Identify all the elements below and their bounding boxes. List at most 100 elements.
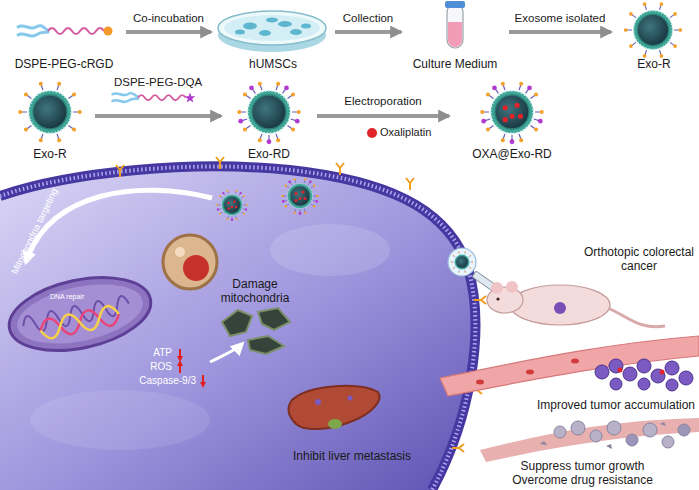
decrease-arrow xyxy=(179,349,181,359)
mtdna-strand xyxy=(39,304,121,340)
oxaliplatin-cargo xyxy=(227,200,237,210)
stem-cell xyxy=(235,30,245,35)
mitochondrion xyxy=(3,266,158,362)
mouse-ear xyxy=(491,282,503,294)
tumor-cell xyxy=(666,379,678,391)
annotation-label: Caspase-9/3 xyxy=(116,375,196,387)
step-label: Electroporation xyxy=(344,95,421,108)
node-label: Suppress tumor growth Overcome drug resi… xyxy=(507,460,659,488)
process-arrow xyxy=(126,30,211,34)
process-arrow xyxy=(509,30,611,34)
drug-dot xyxy=(618,368,623,373)
figure-node: Exo-RD xyxy=(224,76,314,162)
figure-node: Exo-R xyxy=(614,0,694,72)
figure-node: Culture Medium xyxy=(404,2,506,72)
dead-cell xyxy=(571,421,585,435)
cytoplasm-texture xyxy=(270,224,390,276)
dead-cell xyxy=(678,424,690,436)
oxaliplatin-cargo xyxy=(503,103,523,123)
dead-cell xyxy=(662,436,674,448)
exosome xyxy=(237,82,301,143)
red-cell xyxy=(526,370,534,375)
mouse-tail xyxy=(608,308,665,327)
fragment xyxy=(248,336,284,354)
dish-medium xyxy=(224,15,320,41)
dspe-peg-dqa xyxy=(113,93,186,102)
mouse-eye xyxy=(496,297,499,300)
figure-node: Improved tumor accumulation xyxy=(436,336,695,413)
red-cell xyxy=(571,359,579,364)
lysosome xyxy=(163,235,217,289)
blood-vessel xyxy=(440,336,699,396)
injection-bubble xyxy=(448,248,476,276)
tumor-cell xyxy=(637,359,651,373)
node-label: Orthotopic colorectal cancer xyxy=(583,246,695,274)
step-label: Exosome isolated xyxy=(515,12,606,25)
culture-medium xyxy=(448,22,462,47)
oxaliplatin-dot xyxy=(367,128,377,138)
stem-cell xyxy=(266,17,278,22)
process-arrow xyxy=(95,114,221,118)
metastasis-spot xyxy=(348,396,353,401)
figure-node: Suppress tumor growth Overcome drug resi… xyxy=(470,416,695,488)
culture-dish xyxy=(218,11,326,52)
metastasis-spot xyxy=(315,399,321,405)
highlight xyxy=(175,247,185,257)
damaged-mitochondria xyxy=(222,308,290,354)
stem-cell xyxy=(278,21,292,27)
oxaliplatin-cargo xyxy=(295,191,307,203)
matrix xyxy=(12,274,148,353)
node-label: Exo-RD xyxy=(248,148,290,162)
integrin-receptor xyxy=(116,157,486,452)
stem-cell xyxy=(290,29,302,35)
stem-cell xyxy=(259,30,271,36)
tumor-cell xyxy=(623,367,637,381)
process-arrow xyxy=(335,30,401,34)
cytoplasm-texture xyxy=(30,390,210,450)
cell-membrane xyxy=(0,166,475,490)
stem-cell xyxy=(301,24,311,29)
annotation-label: ROS xyxy=(122,361,172,373)
dead-cell xyxy=(643,423,657,437)
dqa-star xyxy=(185,93,196,103)
step-label: DSPE-PEG-DQA xyxy=(114,76,202,89)
node-label: DSPE-PEG-cRGD xyxy=(15,58,114,72)
figure-node: Exo-R xyxy=(8,76,92,162)
tumor-cell xyxy=(679,371,693,385)
exosome xyxy=(624,2,682,58)
exosome xyxy=(281,178,318,214)
tumor-cell xyxy=(610,378,622,390)
mouse-ear xyxy=(506,281,518,293)
exosome xyxy=(216,190,247,220)
annotation-label: ATP xyxy=(122,347,172,359)
dead-cell xyxy=(554,426,566,438)
mouse-body xyxy=(510,285,610,325)
drug-dot xyxy=(660,370,665,375)
process-arrow xyxy=(317,114,449,118)
tumor-cell xyxy=(595,365,609,379)
vesicle-core xyxy=(183,255,209,281)
tumor-cell xyxy=(665,361,679,375)
step-label: Co-incubation xyxy=(133,12,204,25)
figure-node: OXA@Exo-RD xyxy=(452,76,572,162)
cancer-cell xyxy=(0,166,475,490)
dqa-ligands xyxy=(481,86,542,145)
node-label: Inhibit liver metastasis xyxy=(293,450,411,464)
red-cell xyxy=(476,380,484,385)
annotation-label: DNA repair xyxy=(50,293,84,301)
dqa-ligands xyxy=(217,192,247,221)
mtdna-strand xyxy=(39,304,121,340)
node-label: hUMSCs xyxy=(249,58,297,72)
tumor-vessel xyxy=(440,336,699,396)
node-label: Exo-R xyxy=(33,148,66,162)
dqa-ligands xyxy=(238,86,299,145)
figure-node: Inhibit liver metastasis xyxy=(276,384,428,464)
node-label: Exo-R xyxy=(637,58,670,72)
dspe-peg-crgd xyxy=(18,26,104,37)
node-label: OXA@Exo-RD xyxy=(472,148,552,162)
dead-cell xyxy=(590,430,602,442)
node-label: Improved tumor accumulation xyxy=(537,399,695,413)
tumor-cell xyxy=(609,359,623,373)
